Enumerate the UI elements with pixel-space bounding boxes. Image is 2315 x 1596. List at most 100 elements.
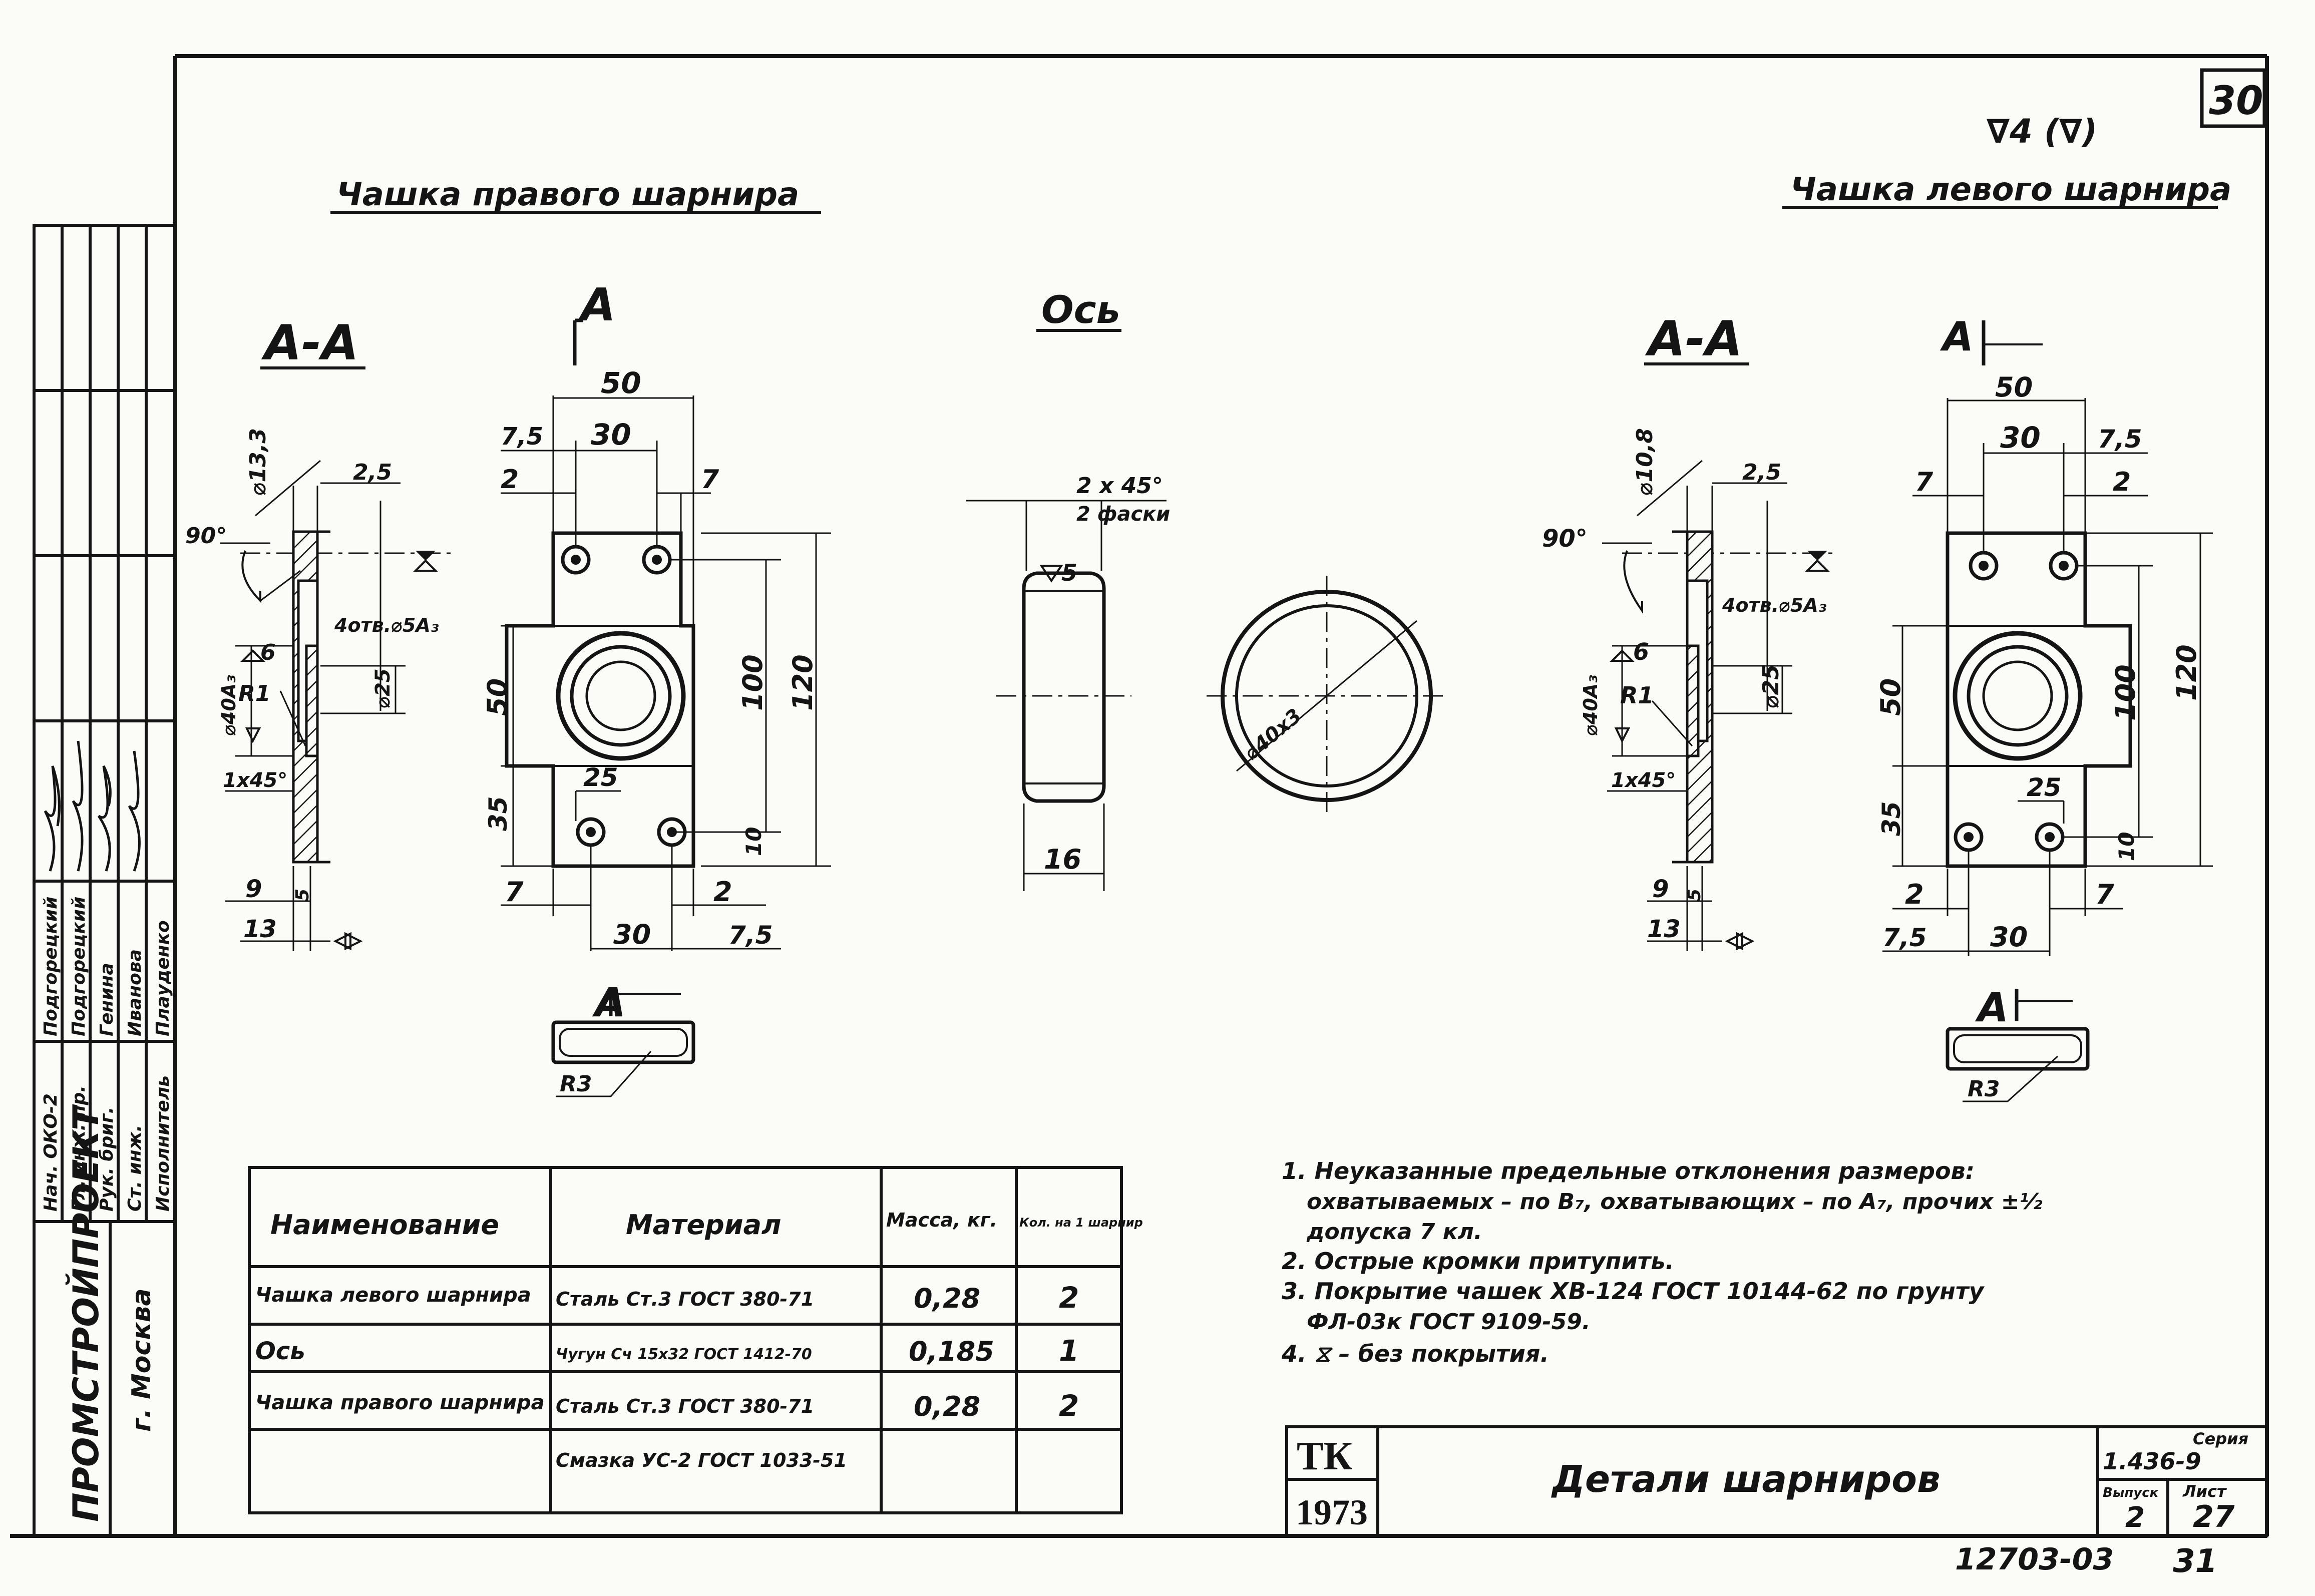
table-cell: 0,28 — [914, 1283, 980, 1314]
left-front-view: А А — [482, 279, 831, 1097]
stamp-signatures — [44, 740, 141, 872]
table-header-name: Наименование — [270, 1209, 499, 1241]
right-cut-mark-top: А — [1940, 313, 1974, 360]
axle-roughness: 5 — [1061, 559, 1077, 586]
left-part-title: Чашка правого шарнира — [336, 176, 799, 213]
left-dim-13: 13 — [243, 915, 277, 943]
right-dim-13: 13 — [1647, 915, 1681, 943]
left-dim-2-bot: 2 — [713, 876, 732, 908]
right-height-100: 100 — [2110, 664, 2141, 721]
stamp-org: ПРОМСТРОЙПРОЕКТ — [66, 1104, 107, 1522]
right-dim-10: 10 — [2114, 832, 2139, 861]
stamp-role: Гл. инж. пр. — [69, 1085, 89, 1212]
left-dim-30-top: 30 — [591, 418, 631, 452]
spec-table — [248, 1166, 1123, 1514]
right-dim-9: 9 — [1652, 875, 1669, 903]
right-r1: R1 — [1620, 682, 1654, 709]
stamp-name: Иванова — [125, 949, 145, 1036]
right-r3: R3 — [1968, 1076, 2000, 1102]
table-cell: Чугун Сч 15х32 ГОСТ 1412-70 — [556, 1346, 812, 1363]
axle-length: 16 — [1044, 844, 1081, 875]
right-holes-note: 4отв.⌀5А₃ — [1722, 594, 1827, 616]
series-label: Серия — [2193, 1429, 2248, 1448]
table-cell: Смазка УС-2 ГОСТ 1033-51 — [556, 1449, 847, 1471]
table-cell: 2 — [1059, 1389, 1079, 1423]
left-angle-90: 90° — [185, 523, 227, 549]
left-height-120: 120 — [787, 654, 819, 711]
table-cell: Чашка левого шарнира — [255, 1284, 531, 1307]
stamp-name: Подгорецкий — [69, 897, 89, 1036]
left-holes-note: 4отв.⌀5А₃ — [334, 614, 439, 636]
axle-chamfer-1: 2 x 45° — [1076, 473, 1163, 499]
left-tri-6: 6 — [260, 640, 276, 665]
right-dim-25: 25 — [2027, 773, 2062, 802]
table-header-material: Материал — [626, 1209, 782, 1241]
right-cut-mark-bottom: А — [1975, 984, 2009, 1031]
note-line: 2. Острые кромки притупить. — [1282, 1248, 1674, 1275]
stamp-role: Рук. бриг. — [97, 1107, 117, 1212]
stamp-name: Генина — [97, 963, 117, 1036]
right-dim-7-5-bot: 7,5 — [1882, 923, 1927, 952]
right-dim-2-bot: 2 — [1905, 879, 1924, 910]
left-height-100: 100 — [737, 654, 768, 711]
table-header-mass: Масса, кг. — [886, 1209, 997, 1231]
roughness-mark: ∇4 (∇) — [1987, 112, 2097, 151]
left-section-label: А-А — [261, 315, 358, 371]
right-section-view: А-А ⌀10,8 90° 2,5 4отв.⌀ — [1542, 311, 1832, 951]
axle-views: Ось 2 x 45° 2 фаски 5 16 ⌀40x3 — [966, 287, 1447, 891]
right-dim-2-top: 2 — [2113, 467, 2131, 497]
right-dim-7-bot: 7 — [2095, 879, 2114, 910]
right-dia-40: ⌀40А₃ — [1580, 675, 1602, 736]
stamp-role: Ст. инж. — [125, 1125, 145, 1212]
table-cell: 2 — [1059, 1281, 1079, 1315]
axle-chamfer-2: 2 фаски — [1076, 503, 1170, 526]
note-line: 1. Неуказанные предельные отклонения раз… — [1282, 1157, 1975, 1184]
right-width-50: 50 — [1995, 371, 2033, 403]
left-dia-13-3: ⌀13,3 — [245, 428, 271, 496]
left-dia-40: ⌀40А₃ — [218, 675, 240, 736]
title-block-logo-year: 1973 — [1296, 1492, 1368, 1532]
left-dim-2-top: 2 — [501, 465, 519, 495]
right-dim-2-5: 2,5 — [1742, 460, 1781, 485]
table-cell: Чашка правого шарнира — [255, 1391, 545, 1414]
sheet-number-top: 30 — [2209, 79, 2263, 124]
side-stamp — [33, 224, 177, 1537]
left-dim-10: 10 — [741, 827, 766, 856]
left-dim-7-top: 7 — [701, 465, 719, 495]
note-line: охватываемых – по В₇, охватывающих – по … — [1307, 1189, 2043, 1215]
series-value: 1.436-9 — [2103, 1448, 2201, 1475]
note-line: ФЛ-03к ГОСТ 9109-59. — [1307, 1309, 1591, 1335]
left-dim-7-5-top: 7,5 — [501, 423, 543, 451]
left-dim-9: 9 — [245, 875, 262, 903]
left-width-50: 50 — [601, 366, 641, 400]
stamp-city: г. Москва — [127, 1288, 157, 1432]
table-cell: 0,28 — [914, 1391, 980, 1422]
table-cell: Сталь Ст.3 ГОСТ 380-71 — [556, 1288, 814, 1310]
table-cell: 0,185 — [909, 1336, 994, 1367]
right-tri-6: 6 — [1633, 638, 1649, 665]
table-cell: 1 — [1059, 1334, 1079, 1368]
right-dim-30-bot: 30 — [1990, 921, 2028, 953]
bottom-page: 31 — [2173, 1543, 2217, 1580]
left-dim-2-5: 2,5 — [353, 460, 392, 485]
left-chamfer: 1x45° — [223, 769, 287, 792]
right-part-title: Чашка левого шарнира — [1790, 171, 2231, 208]
drawing-title: Детали шарниров — [1551, 1458, 1941, 1501]
title-block — [1285, 1425, 2268, 1537]
right-front-view: А А — [1875, 313, 2213, 1102]
right-chamfer: 1x45° — [1611, 769, 1676, 792]
left-r3: R3 — [560, 1071, 592, 1097]
axle-title: Ось — [1041, 287, 1120, 332]
table-cell: Ось — [255, 1337, 305, 1365]
stamp-role: Нач. ОКО-2 — [41, 1093, 61, 1212]
title-block-logo-tk: ТК — [1297, 1434, 1352, 1478]
axle-diameter: ⌀40x3 — [1240, 704, 1306, 765]
left-dim-25: 25 — [583, 763, 618, 792]
right-section-label: А-А — [1645, 311, 1742, 367]
stamp-role: Исполнитель — [153, 1075, 173, 1212]
left-height-50: 50 — [482, 678, 513, 716]
left-dim-7-bot: 7 — [505, 876, 524, 908]
stamp-name: Плауденко — [153, 920, 173, 1036]
left-dim-5: 5 — [292, 889, 313, 901]
left-r1: R1 — [238, 681, 271, 706]
